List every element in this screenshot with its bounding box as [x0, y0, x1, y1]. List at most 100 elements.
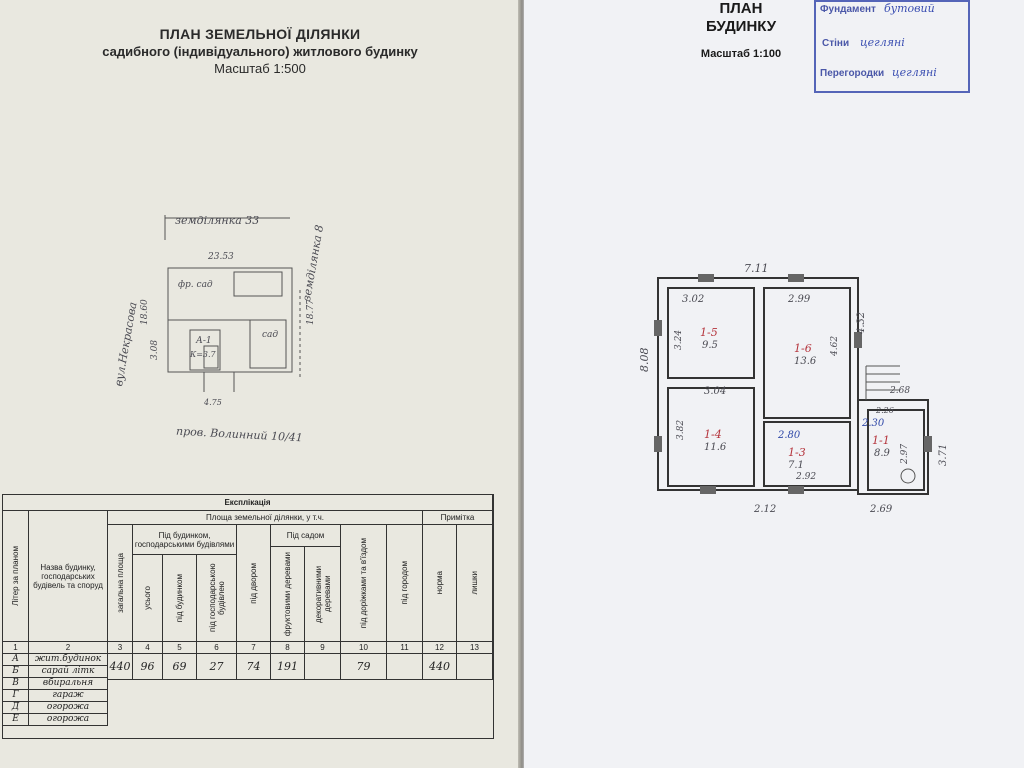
- row-letter: А: [3, 654, 29, 666]
- col-paths-header: під доріжками та в'їздом: [359, 537, 368, 629]
- row-name: сарай літк: [29, 666, 108, 678]
- note-group: Примітка: [423, 511, 493, 525]
- row-name: гараж: [29, 690, 108, 702]
- value-vegetable: [387, 654, 423, 680]
- value-fruit: 191: [271, 654, 305, 680]
- explication-table: Експлікація Площа земельної ділянки, у т…: [2, 494, 494, 739]
- row-name: вбиральня: [29, 678, 108, 690]
- house-plan-title-block: ПЛАН БУДИНКУ Масштаб 1:100: [666, 0, 816, 60]
- house-plan-scale: Масштаб 1:100: [700, 48, 782, 60]
- site-plan-subtitle: садибного (індивідуального) житлового бу…: [102, 44, 418, 59]
- col-yard-header: під двором: [249, 562, 258, 604]
- room5-side: 2.97: [900, 443, 910, 464]
- value-total: 440: [108, 654, 133, 680]
- right-height-dim: 4.32: [856, 311, 867, 334]
- col-name-header: Назва будинку, господарських будівель та…: [29, 511, 108, 642]
- col-number: 3: [108, 642, 133, 654]
- foundation-value: бутовий: [884, 2, 935, 15]
- room3-area: 11.6: [704, 442, 727, 453]
- site-right-dimension: 18.77: [306, 299, 316, 325]
- room5-small: 2.26: [876, 406, 894, 415]
- room5-dim: 2.30: [862, 418, 885, 429]
- buildings-group: Під будинком, господарськими будівлями: [133, 525, 237, 555]
- row-letter: Е: [3, 714, 29, 726]
- value-all: 96: [133, 654, 163, 680]
- room2-side: 4.62: [830, 335, 840, 356]
- room5-area: 8.9: [874, 448, 890, 459]
- site-bottom-dimension: 4.75: [204, 398, 222, 407]
- house-plan-title: ПЛАН БУДИНКУ: [706, 0, 777, 35]
- room2-dim: 2.99: [788, 294, 811, 305]
- room1-side: 3.24: [674, 329, 684, 350]
- site-plan-title: ПЛАН ЗЕМЕЛЬНОЇ ДІЛЯНКИ: [159, 26, 361, 42]
- site-building-letter: А-1: [196, 336, 212, 346]
- room4-dim: 2.80: [778, 430, 801, 441]
- room4-bottom: 2.92: [796, 472, 817, 482]
- bottom-right-dim: 2.69: [870, 504, 893, 515]
- col-number: 9: [305, 642, 341, 654]
- room4-id: 1-3: [788, 446, 806, 459]
- site-plan-scale: Масштаб 1:500: [214, 61, 306, 76]
- extension-top-dim: 2.68: [890, 386, 911, 396]
- row-name: жит.будинок: [29, 654, 108, 666]
- col-all-header: усього: [143, 586, 152, 610]
- col-number: 2: [29, 642, 108, 654]
- book-spine: [518, 0, 526, 768]
- explication-header: Експлікація: [3, 495, 493, 511]
- site-plan-drawing: [164, 215, 301, 392]
- site-yard-label: фр. сад: [178, 280, 213, 290]
- site-top-dimension: 23.53: [208, 252, 234, 262]
- room1-dim: 3.02: [682, 294, 705, 305]
- col-total-header: загальна площа: [115, 553, 125, 613]
- room2-area: 13.6: [794, 356, 817, 367]
- north-plot-label: земділянка 33: [175, 214, 260, 227]
- room4-area: 7.1: [788, 460, 804, 471]
- col-number: 12: [423, 642, 457, 654]
- col-number: 5: [163, 642, 197, 654]
- row-letter: Г: [3, 690, 29, 702]
- walls-value: цегляні: [860, 36, 905, 49]
- site-left-small-dimension: 3.08: [150, 339, 160, 360]
- room2-id: 1-6: [794, 342, 812, 355]
- col-norm-header: норма: [435, 571, 444, 595]
- partitions-label: Перегородки: [820, 68, 885, 79]
- room5-id: 1-1: [872, 434, 890, 447]
- garden-group: Під садом: [271, 525, 341, 547]
- row-name: огорожа: [29, 714, 108, 726]
- left-height-dim: 8.08: [638, 347, 651, 373]
- col-number: 4: [133, 642, 163, 654]
- site-garden-label: сад: [262, 330, 279, 340]
- col-vegetable-header: під городом: [400, 561, 409, 605]
- value-decorative: [305, 654, 341, 680]
- walls-label: Стіни: [822, 38, 850, 49]
- col-fruit-header: фруктовими деревами: [283, 551, 292, 637]
- site-plan-title-block: ПЛАН ЗЕМЕЛЬНОЇ ДІЛЯНКИ садибного (індиві…: [40, 26, 480, 76]
- materials-stamp: Фундамент бутовий Стіни цегляні Перегоро…: [814, 0, 970, 93]
- col-number: 8: [271, 642, 305, 654]
- row-letter: Б: [3, 666, 29, 678]
- room1-area: 9.5: [702, 340, 718, 351]
- value-excess: [457, 654, 493, 680]
- col-number: 7: [237, 642, 271, 654]
- room1-id: 1-5: [700, 326, 718, 339]
- foundation-label: Фундамент: [820, 4, 876, 15]
- site-left-dimension: 18.60: [140, 299, 150, 325]
- land-area-group: Площа земельної ділянки, у т.ч.: [108, 511, 423, 525]
- left-page: [0, 0, 522, 768]
- top-width-dim: 7.11: [744, 262, 769, 275]
- col-outbuilding-header: під господарською будівлею: [207, 563, 226, 633]
- value-house: 69: [163, 654, 197, 680]
- room3-dim: 3.04: [704, 386, 727, 397]
- col-number: 13: [457, 642, 493, 654]
- col-letter-header: Літер за планом: [11, 546, 20, 606]
- row-letter: Д: [3, 702, 29, 714]
- col-excess-header: лишки: [470, 571, 479, 595]
- col-decorative-header: декоративними деревами: [313, 565, 332, 623]
- room3-side: 3.82: [676, 419, 686, 440]
- room3-id: 1-4: [704, 428, 722, 441]
- right-page: [524, 0, 1024, 768]
- bottom-left-dim: 2.12: [754, 504, 777, 515]
- value-paths: 79: [341, 654, 387, 680]
- row-letter: В: [3, 678, 29, 690]
- house-floor-plan: [654, 274, 932, 495]
